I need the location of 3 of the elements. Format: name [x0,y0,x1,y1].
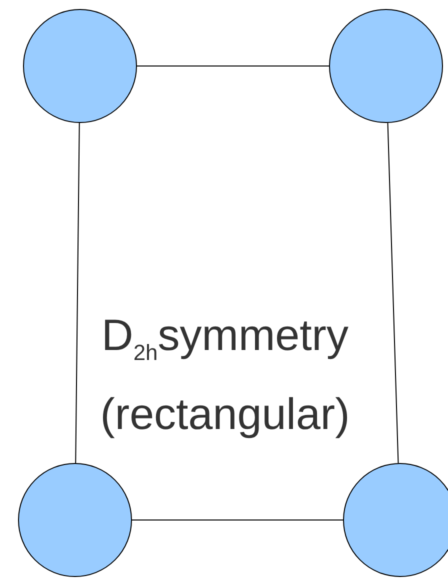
connector-line [75,122,80,464]
connector-line [387,122,399,464]
symmetry-label: D$_{2h}$symmetry (rectangular) [99,310,351,441]
